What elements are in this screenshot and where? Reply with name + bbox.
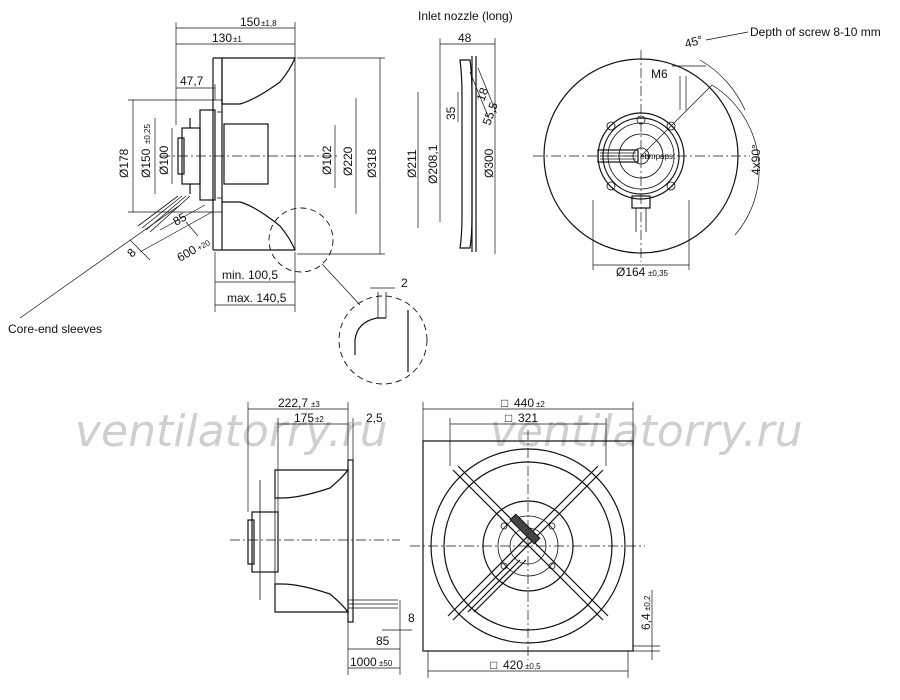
dim-d220: Ø220 <box>341 146 355 176</box>
dim-85: 85 <box>171 210 190 229</box>
dim-d150: Ø150 <box>139 148 153 178</box>
dim-d318: Ø318 <box>365 148 379 178</box>
front-m6: M6 <box>651 67 668 81</box>
brand-label: ebmpapst <box>640 152 676 161</box>
square-dim-440: 440 <box>514 396 534 410</box>
nozzle-dim-48: 48 <box>458 31 472 45</box>
bottom-dim-85: 85 <box>376 634 390 648</box>
bottom-dim-2-5: 2,5 <box>366 411 383 425</box>
core-end-sleeves-label: Core-end sleeves <box>8 322 102 336</box>
bottom-dim-222-7: 222,7 <box>278 396 308 410</box>
bottom-dim-222-7-tol: ±3 <box>311 400 320 409</box>
front-angle-45: 45° <box>683 33 704 51</box>
square-dim-6-4: 6,4 <box>639 613 653 630</box>
dim-d100: Ø100 <box>157 145 171 175</box>
dim-150-tol: ±1,8 <box>261 19 277 28</box>
bottom-dim-175: 175 <box>294 411 314 425</box>
square-plate-view: □ 440 ±2 □ 321 □ 420 ±0,5 6,4 ±0,2 <box>410 396 660 678</box>
dim-600-tol: +20 <box>196 238 213 253</box>
square-dim-440-tol: ±2 <box>536 400 545 409</box>
side-view: 150 ±1,8 130 ±1 47,7 Ø178 Ø150 ±0,25 Ø10… <box>8 15 428 385</box>
square-symbol-420: □ <box>490 658 497 672</box>
dim-130-tol: ±1 <box>233 35 242 44</box>
square-dim-321: 321 <box>518 411 538 425</box>
watermark-left: ventilatorry.ru <box>75 406 388 457</box>
dim-d102: Ø102 <box>320 145 334 175</box>
bottom-dim-1000: 1000 <box>350 655 377 669</box>
dim-min-100-5: min. 100,5 <box>222 268 278 282</box>
bottom-side-view: 222,7 ±3 175 ±2 2,5 85 8 1000 ±50 <box>230 396 415 675</box>
square-dim-420-tol: ±0,5 <box>525 662 541 671</box>
nozzle-dim-d211: Ø211 <box>405 149 419 178</box>
depth-of-screw-label: Depth of screw 8-10 mm <box>750 25 881 39</box>
dim-d178: Ø178 <box>117 148 131 178</box>
nozzle-dim-18: 18 <box>474 85 492 103</box>
front-d164: Ø164 <box>616 265 646 279</box>
dim-max-140-5: max. 140,5 <box>227 291 287 305</box>
square-dim-6-4-tol: ±0,2 <box>643 595 652 611</box>
nozzle-dim-d300: Ø300 <box>482 148 496 178</box>
square-dim-420: 420 <box>503 658 523 672</box>
dim-47-7: 47,7 <box>180 74 204 88</box>
front-4x90: 4x90° <box>749 144 763 175</box>
bottom-dim-175-tol: ±2 <box>315 415 324 424</box>
front-d164-tol: ±0,35 <box>648 269 669 278</box>
dim-130: 130 <box>212 31 232 45</box>
bottom-dim-1000-tol: ±50 <box>379 659 393 668</box>
watermark-right: ventilatorry.ru <box>490 406 803 457</box>
dim-8: 8 <box>124 245 139 260</box>
side-dims <box>128 22 385 312</box>
dim-150: 150 <box>240 15 260 29</box>
inlet-nozzle-view: Inlet nozzle (long) 48 18 35 55,5 Ø211 Ø… <box>405 9 513 254</box>
square-symbol-321: □ <box>505 411 512 425</box>
bottom-dim-8: 8 <box>408 611 415 625</box>
dim-d150-tol: ±0,25 <box>143 123 152 144</box>
square-symbol-440: □ <box>501 396 508 410</box>
detail-dim-2: 2 <box>401 276 408 290</box>
front-view: ebmpapst 45° M6 4x90° Ø164 ±0,35 Depth o… <box>533 25 881 279</box>
inlet-nozzle-title: Inlet nozzle (long) <box>418 9 513 23</box>
nozzle-dim-d208-1: Ø208,1 <box>426 144 440 184</box>
nozzle-dim-35: 35 <box>444 106 458 120</box>
